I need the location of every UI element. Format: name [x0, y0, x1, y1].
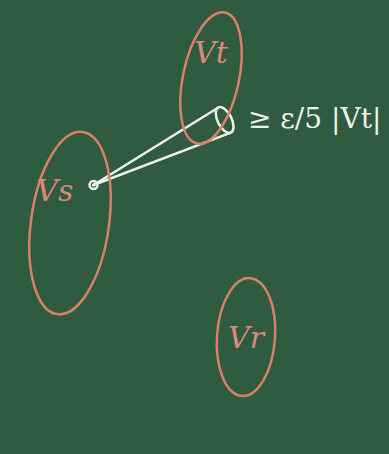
vertex-set-ellipse: Vr [214, 275, 278, 399]
set-name: Vt [194, 35, 228, 70]
ellipse-outline [28, 128, 112, 318]
ellipse-outline [180, 8, 242, 148]
set-name: Vr [228, 320, 264, 355]
set-name: Vs [36, 173, 73, 208]
bound-note: ≥ ε/5 |Vt| [248, 102, 381, 135]
neighbourhood-cone [90, 104, 238, 189]
vertex-set-ellipse: Vt [180, 8, 242, 148]
vertex-set-ellipse: Vs [28, 128, 112, 318]
